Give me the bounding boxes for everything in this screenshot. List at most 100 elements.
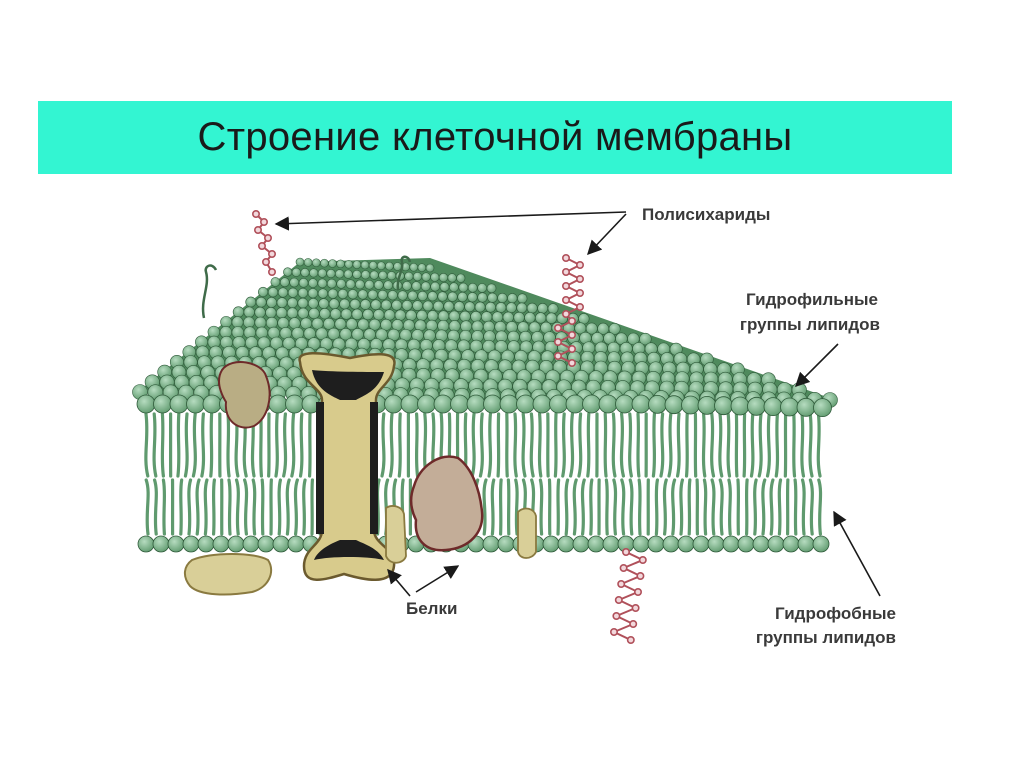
lipid-tail [298, 412, 304, 478]
lipid-tail [490, 478, 496, 536]
lipid-tail [800, 412, 806, 478]
lipid-head [335, 269, 345, 279]
lipid-tail [800, 478, 806, 536]
label-proteins: Белки [406, 599, 457, 618]
lipid-head [136, 394, 156, 414]
lipid-head [491, 311, 504, 323]
lipid-head [697, 395, 717, 415]
lipid-head [369, 270, 379, 280]
lipid-tail [569, 412, 575, 478]
sugar-unit [638, 555, 647, 564]
lipid-tail [260, 478, 265, 536]
lipid-head [417, 290, 428, 302]
lipid-tail [285, 478, 291, 536]
sugar-unit [575, 302, 584, 311]
label-polysaccharides: Полисихариды [642, 205, 770, 224]
lipid-head [499, 394, 519, 414]
lipid-head [502, 311, 514, 323]
lipid-head [397, 290, 408, 301]
lipid-head [311, 317, 324, 330]
lipid-head [467, 292, 478, 303]
lipid-head [587, 535, 605, 553]
lipid-head [297, 297, 309, 309]
sugar-unit [553, 337, 562, 346]
lipid-head [598, 394, 618, 414]
sugar-unit [561, 309, 570, 318]
arrow-proteins-left [387, 568, 411, 597]
lipid-head [485, 301, 496, 313]
lipid-head [326, 268, 336, 279]
lipid-head [326, 278, 337, 289]
label-hydrophilic-line2: группы липидов [740, 315, 880, 334]
lipid-head [565, 394, 585, 414]
lipid-head [545, 312, 558, 324]
lipid-tails-upper [144, 412, 822, 478]
lipid-tail [742, 412, 747, 478]
lipid-head [275, 307, 288, 319]
lipid-head [345, 279, 356, 290]
lipid-head [507, 293, 518, 304]
lipid-head [747, 396, 766, 416]
lipid-head [352, 260, 362, 269]
polysaccharide-chain-right [553, 254, 584, 367]
lipid-head [453, 301, 465, 312]
lipid-head [763, 397, 783, 417]
sugar-unit [561, 254, 570, 263]
lipid-head [297, 287, 309, 299]
lipid-head [308, 278, 318, 288]
lipid-head [422, 300, 434, 312]
lipid-head [334, 318, 347, 330]
lipid-head [456, 273, 466, 283]
lipid-tail [710, 478, 716, 536]
lipid-head [417, 394, 436, 414]
lipid-head [542, 535, 560, 553]
lipid-head [443, 300, 455, 312]
lipid-head [370, 299, 382, 311]
lipid-head [231, 316, 244, 329]
lipid-head [286, 307, 299, 319]
lipid-head [317, 268, 327, 278]
lipid-tail [757, 412, 763, 478]
lipid-tail [603, 412, 608, 478]
sugar-unit [553, 323, 562, 332]
lipid-head [537, 303, 549, 314]
lipid-head [400, 394, 420, 414]
small-protein-bottom-2 [517, 507, 537, 559]
lipid-head [308, 307, 320, 320]
lipid-head [283, 267, 293, 277]
arrow-polysaccharides-left [274, 211, 627, 231]
lipid-head [373, 309, 385, 321]
lipid-head [360, 299, 371, 310]
lipid-head [448, 310, 460, 322]
lipid-tail [179, 478, 184, 536]
lipid-head [482, 535, 500, 553]
lipid-head [486, 283, 497, 294]
lipid-head [433, 300, 444, 312]
lipid-head [549, 394, 568, 414]
lipid-head [197, 535, 215, 553]
lipid-head [391, 299, 403, 311]
lipid-tail [274, 412, 279, 478]
lipid-head [737, 535, 755, 553]
lipid-head [289, 277, 300, 288]
sugar-unit [612, 611, 621, 620]
lipid-head [265, 316, 278, 329]
lipid-head [433, 394, 453, 414]
lipid-head [526, 302, 538, 314]
lipid-head [532, 394, 552, 414]
lipid-head [276, 297, 288, 309]
lipid-tail [200, 412, 206, 478]
lipid-head [383, 280, 393, 291]
sugar-unit [567, 330, 576, 339]
lipid-head [437, 291, 448, 302]
lipid-tail [659, 412, 665, 478]
lipid-head [328, 298, 340, 310]
lipid-head [295, 257, 305, 267]
lipid-head [336, 279, 347, 289]
lipid-head [430, 281, 440, 292]
sugar-unit [254, 226, 263, 235]
lipid-tail [777, 478, 783, 536]
lipid-tail [227, 478, 232, 536]
lipid-tail [808, 412, 814, 478]
lipid-tail [209, 412, 214, 478]
